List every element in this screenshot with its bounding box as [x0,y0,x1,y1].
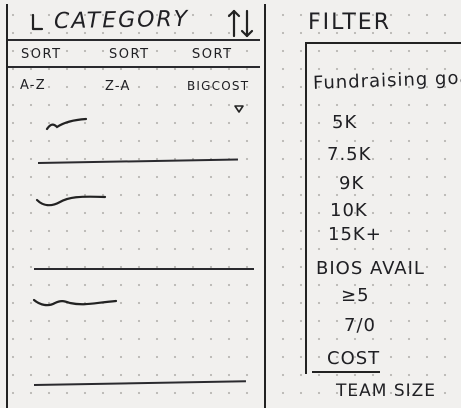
page-title: CATEGORY [53,6,190,35]
caret-down-icon[interactable] [233,99,245,113]
fundraising-goal-option-15k-plus[interactable]: 15K+ [328,224,382,245]
placeholder-squiggle-icon [30,291,120,315]
placeholder-squiggle-icon [43,114,95,134]
sort-tab-bigcost-label[interactable]: SORT [192,47,233,62]
bios-available-option-5[interactable]: ≥5 [341,285,370,306]
fundraising-goal-option-9k[interactable]: 9K [339,173,365,194]
bios-available-option-7-0[interactable]: 7/0 [344,315,376,336]
fundraising-goal-option-10k[interactable]: 10K [330,200,368,221]
team-size-label[interactable]: TEAM SIZE [336,381,437,401]
cost-underline [312,371,380,373]
phone-frame [6,4,266,408]
placeholder-squiggle-icon [33,190,111,212]
fundraising-goal-option-7-5k[interactable]: 7.5K [327,144,372,165]
sort-tabs-divider [8,66,260,68]
sort-tab-za-label[interactable]: SORT [109,47,150,62]
filter-panel [305,42,461,374]
sort-option-z-a[interactable]: Z-A [105,79,131,94]
cost-label[interactable]: COST [327,348,381,369]
filter-title: FILTER [308,10,391,35]
list-divider [34,268,254,270]
sort-option-a-z[interactable]: A-Z [20,78,46,93]
sort-tab-az-label[interactable]: SORT [21,47,62,62]
sort-option-bigcost[interactable]: BIGCOST [187,79,250,93]
swap-vertical-icon[interactable] [224,6,258,40]
chevron-left-icon[interactable] [25,10,45,34]
bios-available-label: BIOS AVAIL [316,258,425,279]
header-divider [8,39,260,41]
fundraising-goal-option-5k[interactable]: 5K [332,112,358,133]
